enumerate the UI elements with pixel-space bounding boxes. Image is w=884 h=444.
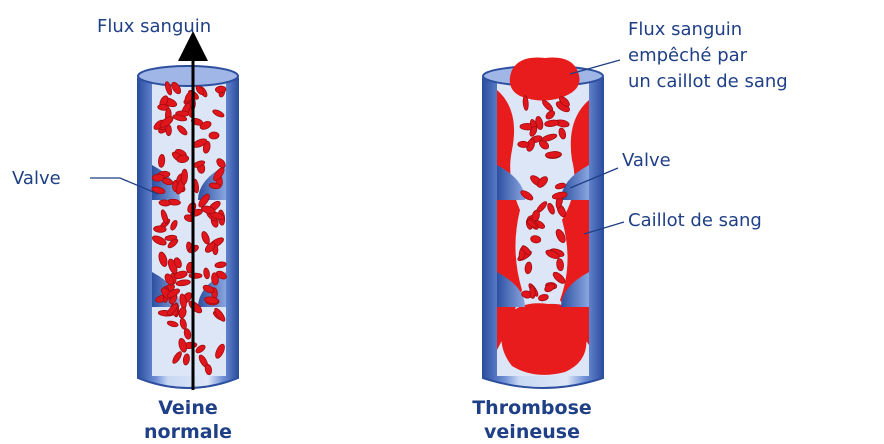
label-flow-normal: Flux sanguin [97, 16, 211, 37]
label-clot: Caillot de sang [628, 210, 762, 231]
normal-vein [138, 46, 238, 390]
thrombosis-vein [483, 58, 603, 389]
label-valve-right: Valve [622, 150, 671, 171]
caption-thrombosis-2: veineuse [484, 421, 580, 443]
label-flow-blocked-2: empêché par [628, 45, 748, 66]
caption-thrombosis-1: Thrombose [472, 397, 592, 419]
blood-cell [215, 86, 226, 93]
blood-cell [518, 141, 529, 148]
blood-cell [209, 132, 219, 139]
label-flow-blocked-3: un caillot de sang [628, 71, 788, 92]
blood-cell [529, 286, 535, 299]
normal-vein-opening [138, 66, 238, 86]
label-flow-blocked-1: Flux sanguin [628, 19, 742, 40]
caption-normal-1: Veine [158, 397, 217, 419]
blood-cell [152, 174, 164, 182]
label-valve-left: Valve [12, 168, 61, 189]
caption-normal-2: normale [144, 421, 232, 443]
blood-cell [153, 226, 166, 233]
blood-cell [189, 273, 202, 278]
